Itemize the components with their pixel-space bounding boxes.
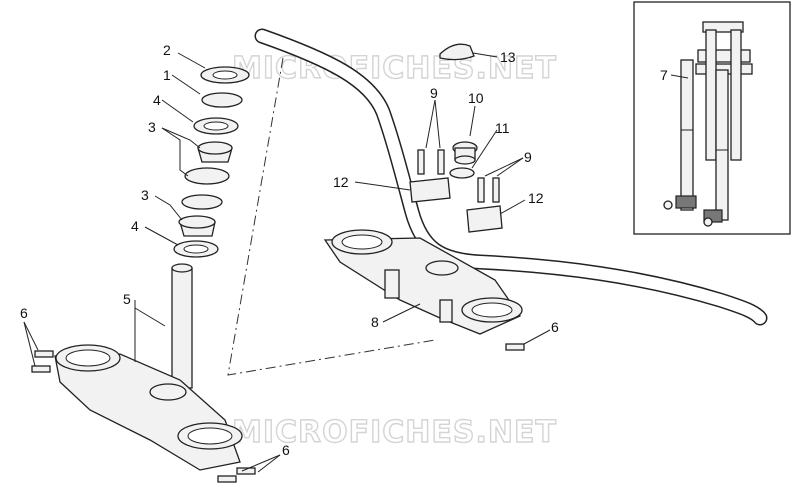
part-6-bolts — [31, 343, 525, 483]
callout-9-left: 9 — [430, 85, 438, 101]
callout-4-lower: 4 — [131, 218, 139, 234]
part-12-clamp-upper — [409, 177, 451, 203]
callout-12-right: 12 — [528, 190, 544, 206]
callout-4-upper: 4 — [153, 92, 161, 108]
part-11-washer — [449, 167, 475, 179]
callout-6-bottom: 6 — [282, 442, 290, 458]
callout-labels: 2 1 4 3 3 4 5 6 6 6 7 8 9 9 10 11 12 12 … — [20, 42, 668, 458]
part-10-nut — [452, 141, 478, 165]
watermark-bottom: MICROFICHES.NET — [232, 415, 557, 450]
leader-lines — [23, 52, 689, 473]
callout-2: 2 — [163, 42, 171, 58]
callout-10: 10 — [468, 90, 484, 106]
callout-3-lower: 3 — [141, 187, 149, 203]
callout-1: 1 — [163, 67, 171, 83]
callout-6-right: 6 — [551, 319, 559, 335]
callout-6-left: 6 — [20, 305, 28, 321]
part-5-lower-triple-clamp — [54, 263, 243, 471]
part-9-bolts — [417, 149, 500, 203]
inset-frame — [633, 1, 791, 235]
part-8-top-triple-clamp — [323, 229, 523, 335]
headset-bearing-stack — [173, 66, 250, 258]
watermark-top: MICROFICHES.NET — [232, 51, 557, 86]
callout-12-left: 12 — [333, 174, 349, 190]
callout-5: 5 — [123, 291, 131, 307]
part-12-clamp-lower — [466, 205, 503, 233]
callout-3-upper: 3 — [148, 119, 156, 135]
part-13-cap — [439, 43, 475, 61]
callout-13: 13 — [500, 49, 516, 65]
callout-7: 7 — [660, 67, 668, 83]
assembly-guide-line — [227, 57, 436, 376]
callout-8: 8 — [371, 314, 379, 330]
callout-9-right: 9 — [524, 149, 532, 165]
front-fork-assembly — [663, 21, 753, 227]
callout-11: 11 — [495, 120, 510, 136]
